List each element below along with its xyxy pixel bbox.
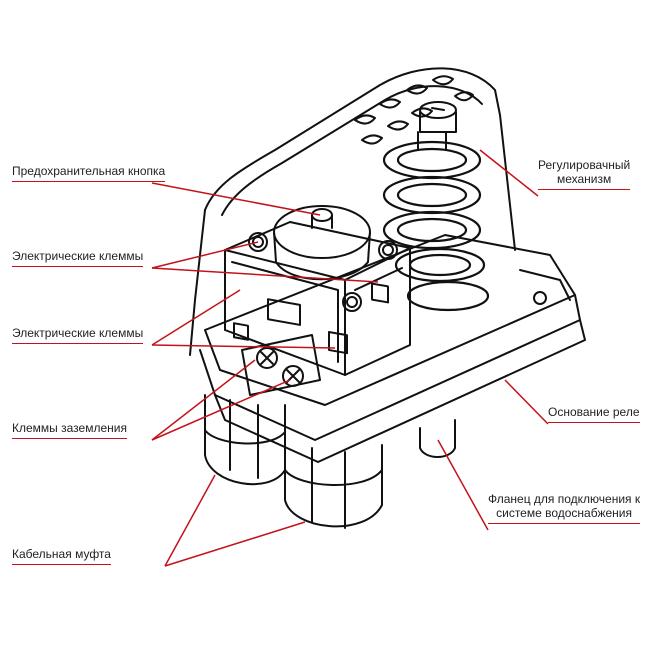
safety-button-dome — [273, 205, 371, 259]
leader-lines — [151, 149, 549, 567]
label-electrical-terminals-1: Электрические клеммы — [12, 249, 144, 267]
label-adjusting-mechanism: Регулировачный механизм — [538, 158, 631, 190]
terminal-window — [233, 322, 249, 341]
ground-terminal-block — [241, 334, 321, 396]
label-safety-button: Предохранительная кнопка — [12, 164, 166, 182]
leader-cable-gland-b — [164, 521, 306, 567]
contact-block — [224, 221, 411, 376]
cover-left-edge — [189, 209, 206, 356]
cable-gland-left — [204, 394, 286, 486]
flange — [419, 419, 456, 458]
terminal-screw — [378, 240, 398, 260]
leader-ground-terminals-b — [151, 379, 291, 441]
leader-cable-gland-a — [164, 474, 216, 567]
label-flange: Фланец для подключения к системе водосна… — [488, 492, 641, 524]
adjusting-screw-head — [419, 101, 457, 119]
leader-safety-button — [151, 182, 321, 216]
leader-electrical-terminals-2b — [151, 344, 336, 349]
safety-button-cap — [311, 208, 333, 222]
leader-adjusting-mechanism — [479, 149, 539, 197]
leader-electrical-terminals-1a — [151, 241, 259, 269]
label-relay-base: Основание реле — [548, 405, 640, 423]
spring-coils — [382, 140, 490, 312]
terminal-screw — [342, 292, 362, 312]
label-electrical-terminals-2: Электрические клеммы — [12, 326, 144, 344]
leader-electrical-terminals-1b — [151, 267, 379, 283]
cover-perforations — [354, 75, 474, 145]
leader-ground-terminals-a — [151, 359, 256, 441]
leader-flange — [437, 439, 489, 531]
cover-outline — [204, 67, 516, 251]
relay-base-rim — [199, 294, 581, 441]
label-cable-gland: Кабельная муфта — [12, 547, 111, 565]
leader-electrical-terminals-2a — [151, 289, 241, 346]
label-ground-terminals: Клеммы заземления — [12, 421, 127, 439]
leader-relay-base — [504, 379, 549, 425]
cable-gland-right — [284, 439, 383, 529]
relay-base-top — [204, 234, 576, 406]
terminal-window — [371, 282, 389, 304]
terminal-window — [328, 330, 348, 355]
terminal-screw — [248, 232, 268, 252]
